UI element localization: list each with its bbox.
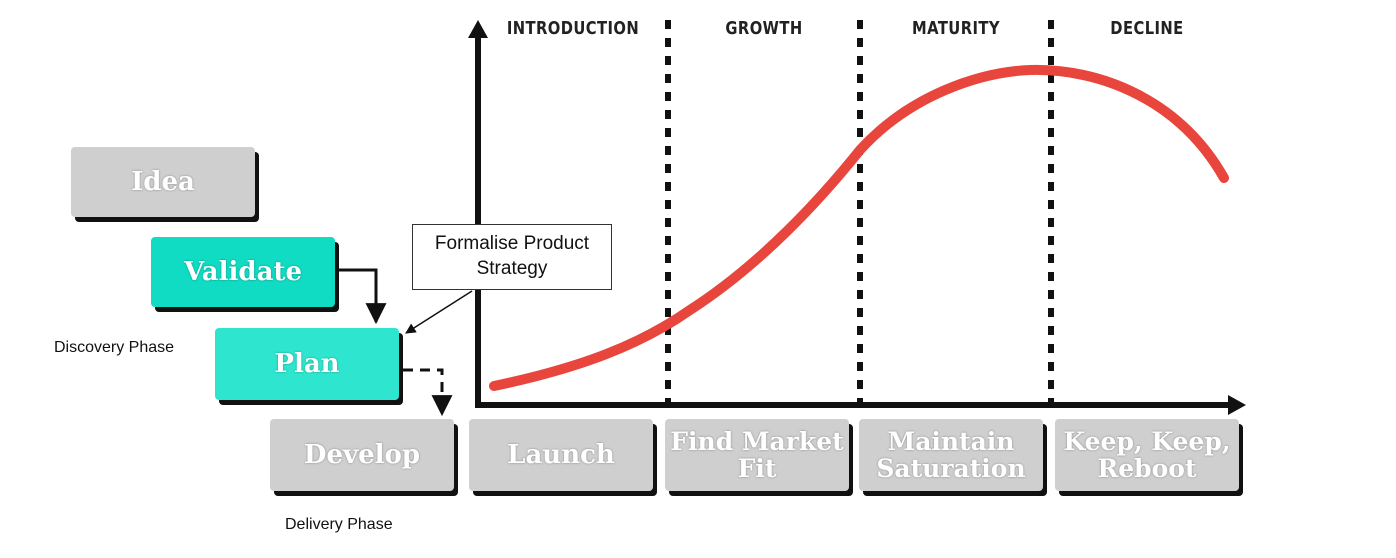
formalise-strategy-callout: Formalise Product Strategy (412, 224, 612, 290)
stage-growth-label: GROWTH (725, 18, 803, 39)
stage-introduction-label: INTRODUCTION (506, 18, 640, 39)
delivery-phase-label: Delivery Phase (285, 516, 393, 533)
y-axis-arrowhead (468, 20, 488, 38)
plan-box: Plan (215, 328, 399, 400)
stage-decline-label: DECLINE (1110, 18, 1184, 39)
idea-box: Idea (71, 147, 255, 217)
keep-reboot-box: Keep, Keep, Reboot (1055, 419, 1239, 491)
callout-pointer (405, 290, 473, 334)
develop-box: Develop (270, 419, 454, 491)
validate-to-plan-connector (335, 268, 387, 325)
plan-to-develop-connector (403, 368, 453, 417)
launch-box: Launch (469, 419, 653, 491)
discovery-phase-label: Discovery Phase (54, 339, 175, 356)
maintain-saturation-box: Maintain Saturation (859, 419, 1043, 491)
find-market-fit-box: Find Market Fit (665, 419, 849, 491)
validate-box: Validate (151, 237, 335, 307)
lifecycle-curve (489, 64, 1229, 391)
stage-maturity-label: MATURITY (912, 18, 1000, 39)
x-axis-arrowhead (1228, 395, 1246, 415)
